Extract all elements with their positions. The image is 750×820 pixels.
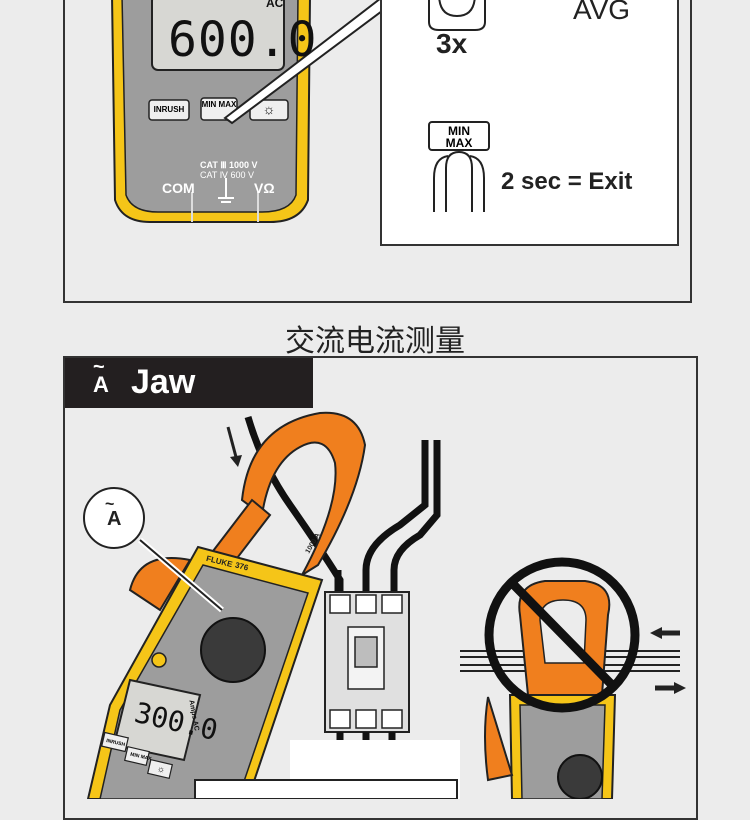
key-label-min: MIN	[448, 124, 470, 138]
lcd-screen	[151, 0, 285, 71]
cat-rating-2: CAT Ⅳ 600 V	[200, 170, 254, 180]
jaw-label: Jaw	[131, 363, 196, 401]
inrush-button-2	[101, 731, 129, 753]
inrush-label: INRUSH	[153, 105, 185, 114]
top-meter-illustration	[111, 0, 392, 223]
key-label-max: MAX	[445, 136, 473, 150]
jaw-orange	[240, 411, 367, 578]
callout-leader-line	[139, 539, 223, 611]
bottom-note-box	[194, 779, 458, 799]
ac-amps-callout-circle	[83, 487, 145, 549]
breaker-switch	[354, 636, 378, 668]
lcd-screen-2	[112, 678, 202, 762]
ac-tilde-icon: ~	[93, 356, 105, 378]
lcd-reading: 600.0	[168, 12, 318, 68]
terminal-com-label: COM	[162, 180, 195, 196]
lcd-mode: AC	[266, 0, 284, 10]
right-arrow-icon	[674, 682, 686, 694]
backlight-button-2	[146, 758, 174, 780]
minmax-label: MIN MAX	[201, 100, 237, 109]
down-arrow-icon	[230, 455, 242, 467]
ac-amps-icon: A	[93, 372, 109, 397]
svg-text:~: ~	[105, 496, 114, 513]
press-count: 3x	[436, 28, 468, 59]
jaw-banner: ~ A Jaw	[65, 356, 313, 408]
callout-amps-symbol: A	[107, 508, 122, 530]
minmax-key-icon: MIN MAX	[428, 121, 490, 151]
section-title: 交流电流测量	[285, 324, 465, 359]
avg-mode-label: AVG	[573, 0, 631, 25]
inrush-button	[148, 99, 190, 121]
jaw-illustration: ~	[83, 411, 686, 799]
hold-button-yellow	[151, 652, 167, 668]
measured-cable	[244, 416, 344, 605]
minmax-button-2	[123, 745, 151, 767]
exit-instruction: 2 sec = Exit	[501, 168, 633, 195]
sun-icon: ☼	[262, 101, 276, 117]
left-arrow-icon	[650, 627, 662, 639]
minmax-callout-box: 3x AVG MIN MAX 2 sec = Exit	[380, 0, 679, 246]
finger-press-icon	[428, 0, 486, 31]
prohibited-icon	[484, 557, 640, 713]
rotary-dial	[200, 617, 266, 683]
terminal-v-label: VΩ	[254, 180, 275, 196]
cat-rating-1: CAT Ⅲ 1000 V	[200, 160, 258, 170]
finger-hold-icon	[433, 150, 485, 212]
